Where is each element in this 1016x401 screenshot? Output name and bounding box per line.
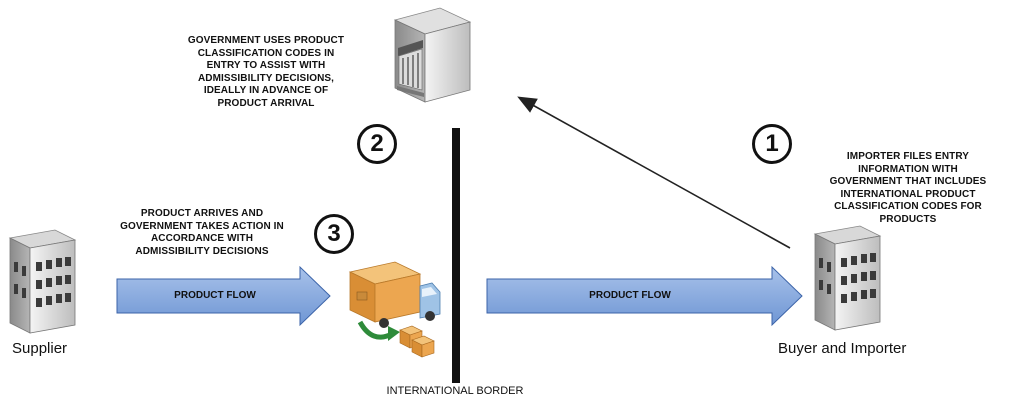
caption-line: PRODUCT ARRIVAL [217,97,315,109]
caption-line: ACCORDANCE WITH [150,233,254,244]
caption-line: IDEALLY IN ADVANCE OF [203,85,329,96]
supplier-label: Supplier [12,340,68,357]
arrival-caption: PRODUCT ARRIVES AND GOVERNMENT TAKES ACT… [100,208,304,258]
step-2-badge: 2 [357,124,397,164]
government-building-icon [393,7,472,103]
buyer-importer-label: Buyer and Importer [778,340,907,357]
government-caption: GOVERNMENT USES PRODUCT CLASSIFICATION C… [150,35,382,110]
caption-line: ENTRY TO ASSIST WITH [206,60,326,71]
step-1-badge: 1 [752,124,792,164]
caption-line: GOVERNMENT THAT INCLUDES [829,176,987,187]
caption-line: PRODUCTS [879,213,937,225]
importer-caption: IMPORTER FILES ENTRY INFORMATION WITH GO… [808,151,1008,226]
filing-arrow [517,96,791,249]
caption-line: INFORMATION WITH [858,163,958,175]
caption-line: GOVERNMENT USES PRODUCT [187,35,345,46]
caption-line: ADMISSIBILITY DECISIONS [135,245,269,257]
step-3-badge: 3 [314,214,354,254]
international-border-line [452,128,460,383]
delivery-truck-icon [348,261,441,358]
product-flow-arrow-right [486,265,803,327]
caption-line: PRODUCT ARRIVES AND [140,208,264,219]
caption-line: CLASSIFICATION CODES IN [197,47,335,59]
product-flow-label-left: PRODUCT FLOW [174,290,256,301]
caption-line: IMPORTER FILES ENTRY [846,151,970,162]
product-flow-arrow-left [116,265,331,327]
supplier-building-icon [8,229,77,334]
international-border-label: INTERNATIONAL BORDER [386,385,524,397]
caption-line: GOVERNMENT TAKES ACTION IN [120,220,284,232]
caption-line: ADMISSIBILITY DECISIONS, [197,72,335,84]
caption-line: INTERNATIONAL PRODUCT [840,188,976,200]
importer-building-icon [813,225,882,331]
caption-line: CLASSIFICATION CODES FOR [834,201,982,212]
product-flow-label-right: PRODUCT FLOW [589,290,671,301]
